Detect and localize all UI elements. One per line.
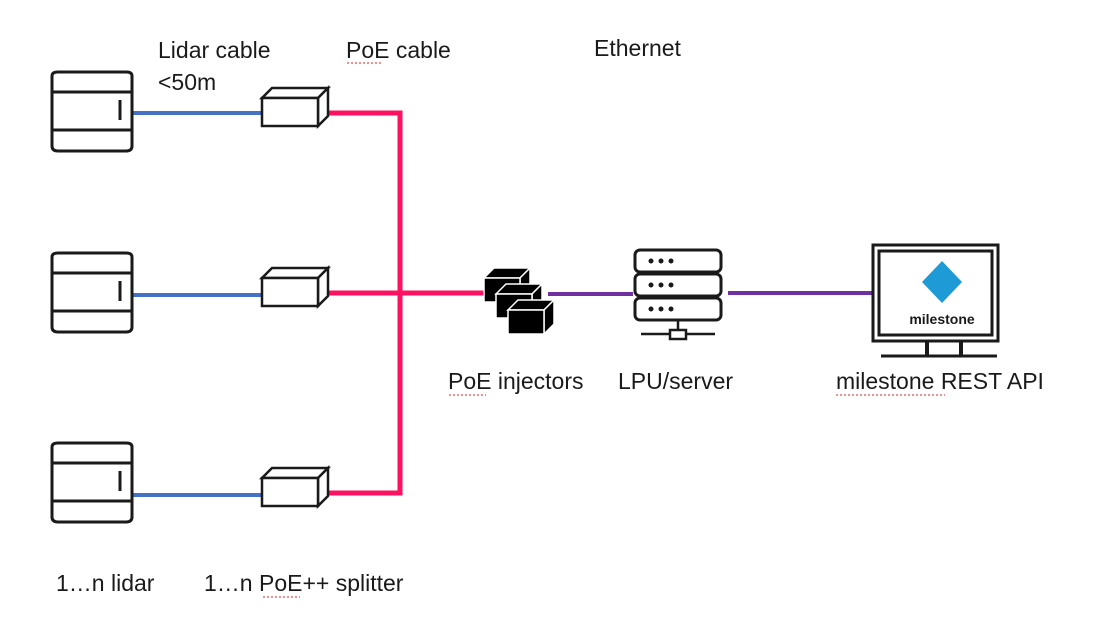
poe-cable-label: PoE cable xyxy=(346,37,451,63)
milestone-logo-text: milestone xyxy=(909,311,975,327)
lidar-icon xyxy=(50,70,134,153)
server-icon xyxy=(633,248,723,341)
poe-splitter-icon xyxy=(258,264,332,310)
splitter-count-label: 1…n PoE++ splitter xyxy=(204,570,404,596)
milestone-logo: milestone xyxy=(909,261,975,327)
ethernet-label: Ethernet xyxy=(594,35,682,61)
lidar-icon xyxy=(50,441,134,524)
lidar-cables xyxy=(133,111,263,497)
lidar-icon xyxy=(50,251,134,334)
lidar-cable-length-label: <50m xyxy=(158,69,216,95)
milestone-api-label: milestone REST API xyxy=(836,368,1044,394)
poe-injector-icon xyxy=(482,266,556,336)
ethernet-cables xyxy=(548,291,872,296)
poe-cable-1 xyxy=(328,110,403,496)
poe-injectors-label: PoE injectors xyxy=(448,368,584,394)
lidar-cable-label: Lidar cable xyxy=(158,37,271,63)
poe-splitter-icon xyxy=(258,84,332,130)
poe-cables xyxy=(328,110,488,496)
lpu-server-label: LPU/server xyxy=(618,368,733,394)
monitor-icon: milestone xyxy=(871,243,1000,358)
lidar-count-label: 1…n lidar xyxy=(56,570,155,596)
poe-splitter-icon xyxy=(258,464,332,510)
